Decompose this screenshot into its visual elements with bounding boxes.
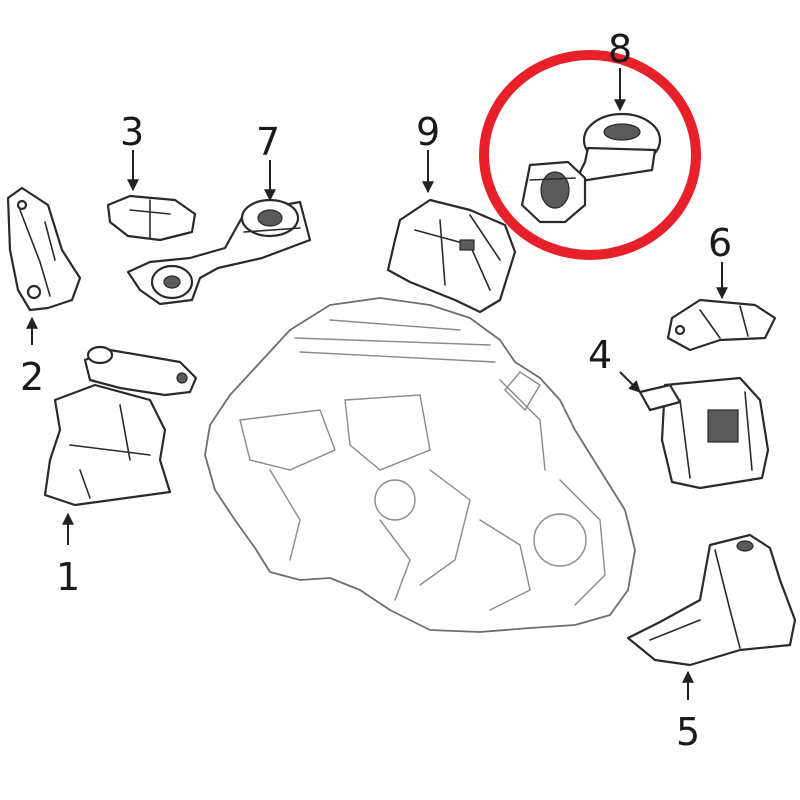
callout-1: 1 bbox=[56, 555, 80, 599]
callout-5: 5 bbox=[676, 710, 700, 754]
part-6-bracket[interactable] bbox=[666, 262, 777, 352]
callout-8: 8 bbox=[608, 27, 632, 71]
engine-assembly bbox=[204, 297, 636, 633]
part-9-bracket[interactable] bbox=[386, 150, 517, 314]
callout-2: 2 bbox=[20, 355, 44, 399]
part-7-torque-rod[interactable] bbox=[126, 160, 312, 306]
part-4-mount[interactable] bbox=[619, 371, 770, 490]
callout-7: 7 bbox=[256, 120, 280, 164]
callout-9: 9 bbox=[416, 110, 440, 154]
part-8-mount[interactable] bbox=[520, 68, 662, 224]
callout-3: 3 bbox=[120, 110, 144, 154]
part-5-bracket[interactable] bbox=[626, 533, 797, 700]
part-2-bracket[interactable] bbox=[6, 186, 82, 345]
part-1-mount[interactable] bbox=[43, 345, 198, 545]
callout-6: 6 bbox=[708, 221, 732, 265]
highlight-circle bbox=[479, 50, 701, 260]
part-3-bracket[interactable] bbox=[106, 150, 197, 242]
callout-4: 4 bbox=[588, 333, 612, 377]
